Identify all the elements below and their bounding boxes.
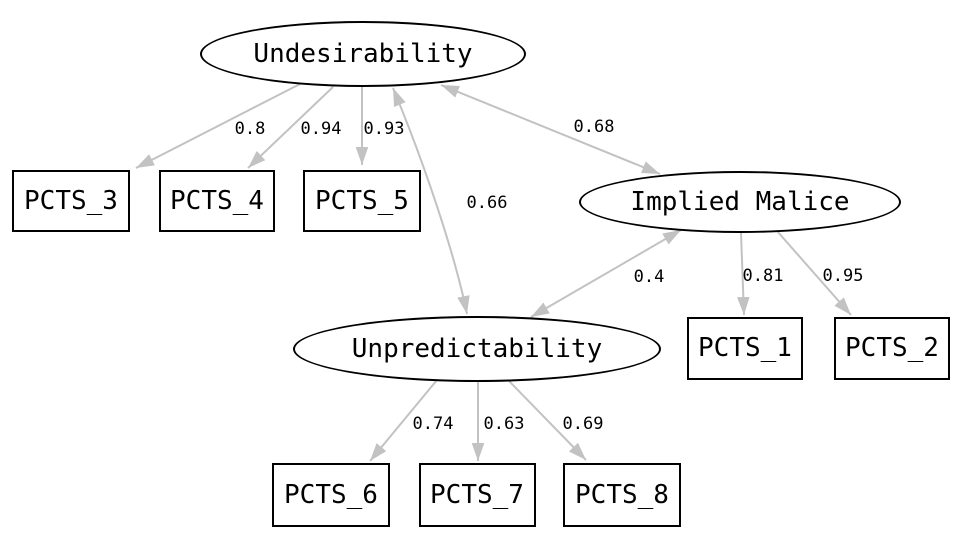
observed-node-pcts_6: PCTS_6 <box>272 463 390 527</box>
observed-node-pcts_5: PCTS_5 <box>303 170 421 232</box>
edge-undesirability-pcts_3-loading-arrow <box>135 83 301 169</box>
node-label-pcts_5: PCTS_5 <box>315 186 409 216</box>
node-label-undesirability: Undesirability <box>253 39 473 69</box>
edge-weight-label-implied_malice-pcts_2: 0.95 <box>823 266 864 286</box>
edge-implied_malice-unpredictability-covariance-arrow <box>530 229 682 318</box>
edge-undesirability-implied_malice-covariance-arrow <box>440 84 661 175</box>
edge-weight-label-unpredictability-pcts_8: 0.69 <box>563 414 604 434</box>
edge-implied_malice-pcts_2-loading-arrow <box>776 230 852 316</box>
node-label-pcts_4: PCTS_4 <box>170 186 264 216</box>
node-label-implied_malice: Implied Malice <box>630 187 850 217</box>
node-label-unpredictability: Unpredictability <box>351 334 603 364</box>
edge-weight-label-undesirability-pcts_5: 0.93 <box>364 119 405 139</box>
edge-weight-label-implied_malice-pcts_1: 0.81 <box>743 266 784 286</box>
observed-node-pcts_2: PCTS_2 <box>834 316 950 380</box>
node-label-pcts_8: PCTS_8 <box>575 480 669 510</box>
edge-weight-label-implied_malice-unpredictability: 0.4 <box>634 267 665 287</box>
node-label-pcts_1: PCTS_1 <box>698 333 792 363</box>
node-label-pcts_7: PCTS_7 <box>430 480 524 510</box>
observed-node-pcts_7: PCTS_7 <box>418 463 536 527</box>
latent-node-undesirability: Undesirability <box>200 21 526 87</box>
edge-weight-label-undesirability-unpredictability: 0.66 <box>467 193 508 213</box>
node-label-pcts_6: PCTS_6 <box>284 480 378 510</box>
edge-weight-label-undesirability-pcts_4: 0.94 <box>301 119 342 139</box>
edge-weight-label-undesirability-implied_malice: 0.68 <box>574 117 615 137</box>
edge-unpredictability-pcts_6-loading-arrow <box>369 379 438 462</box>
edge-undesirability-pcts_4-loading-arrow <box>247 86 334 169</box>
edge-implied_malice-pcts_1-loading-arrow <box>737 232 750 316</box>
observed-node-pcts_4: PCTS_4 <box>159 170 275 232</box>
edge-weight-label-undesirability-pcts_3: 0.8 <box>235 119 266 139</box>
edge-unpredictability-pcts_8-loading-arrow <box>507 379 587 461</box>
node-label-pcts_2: PCTS_2 <box>845 333 939 363</box>
latent-node-implied_malice: Implied Malice <box>579 171 901 233</box>
edge-weight-label-unpredictability-pcts_7: 0.63 <box>484 414 525 434</box>
observed-node-pcts_3: PCTS_3 <box>12 170 130 232</box>
edge-weight-label-unpredictability-pcts_6: 0.74 <box>413 414 454 434</box>
observed-node-pcts_1: PCTS_1 <box>687 316 803 380</box>
node-label-pcts_3: PCTS_3 <box>24 186 118 216</box>
observed-node-pcts_8: PCTS_8 <box>563 463 681 527</box>
edge-undesirability-unpredictability-covariance-arrow <box>392 87 470 315</box>
latent-node-unpredictability: Unpredictability <box>293 316 661 382</box>
